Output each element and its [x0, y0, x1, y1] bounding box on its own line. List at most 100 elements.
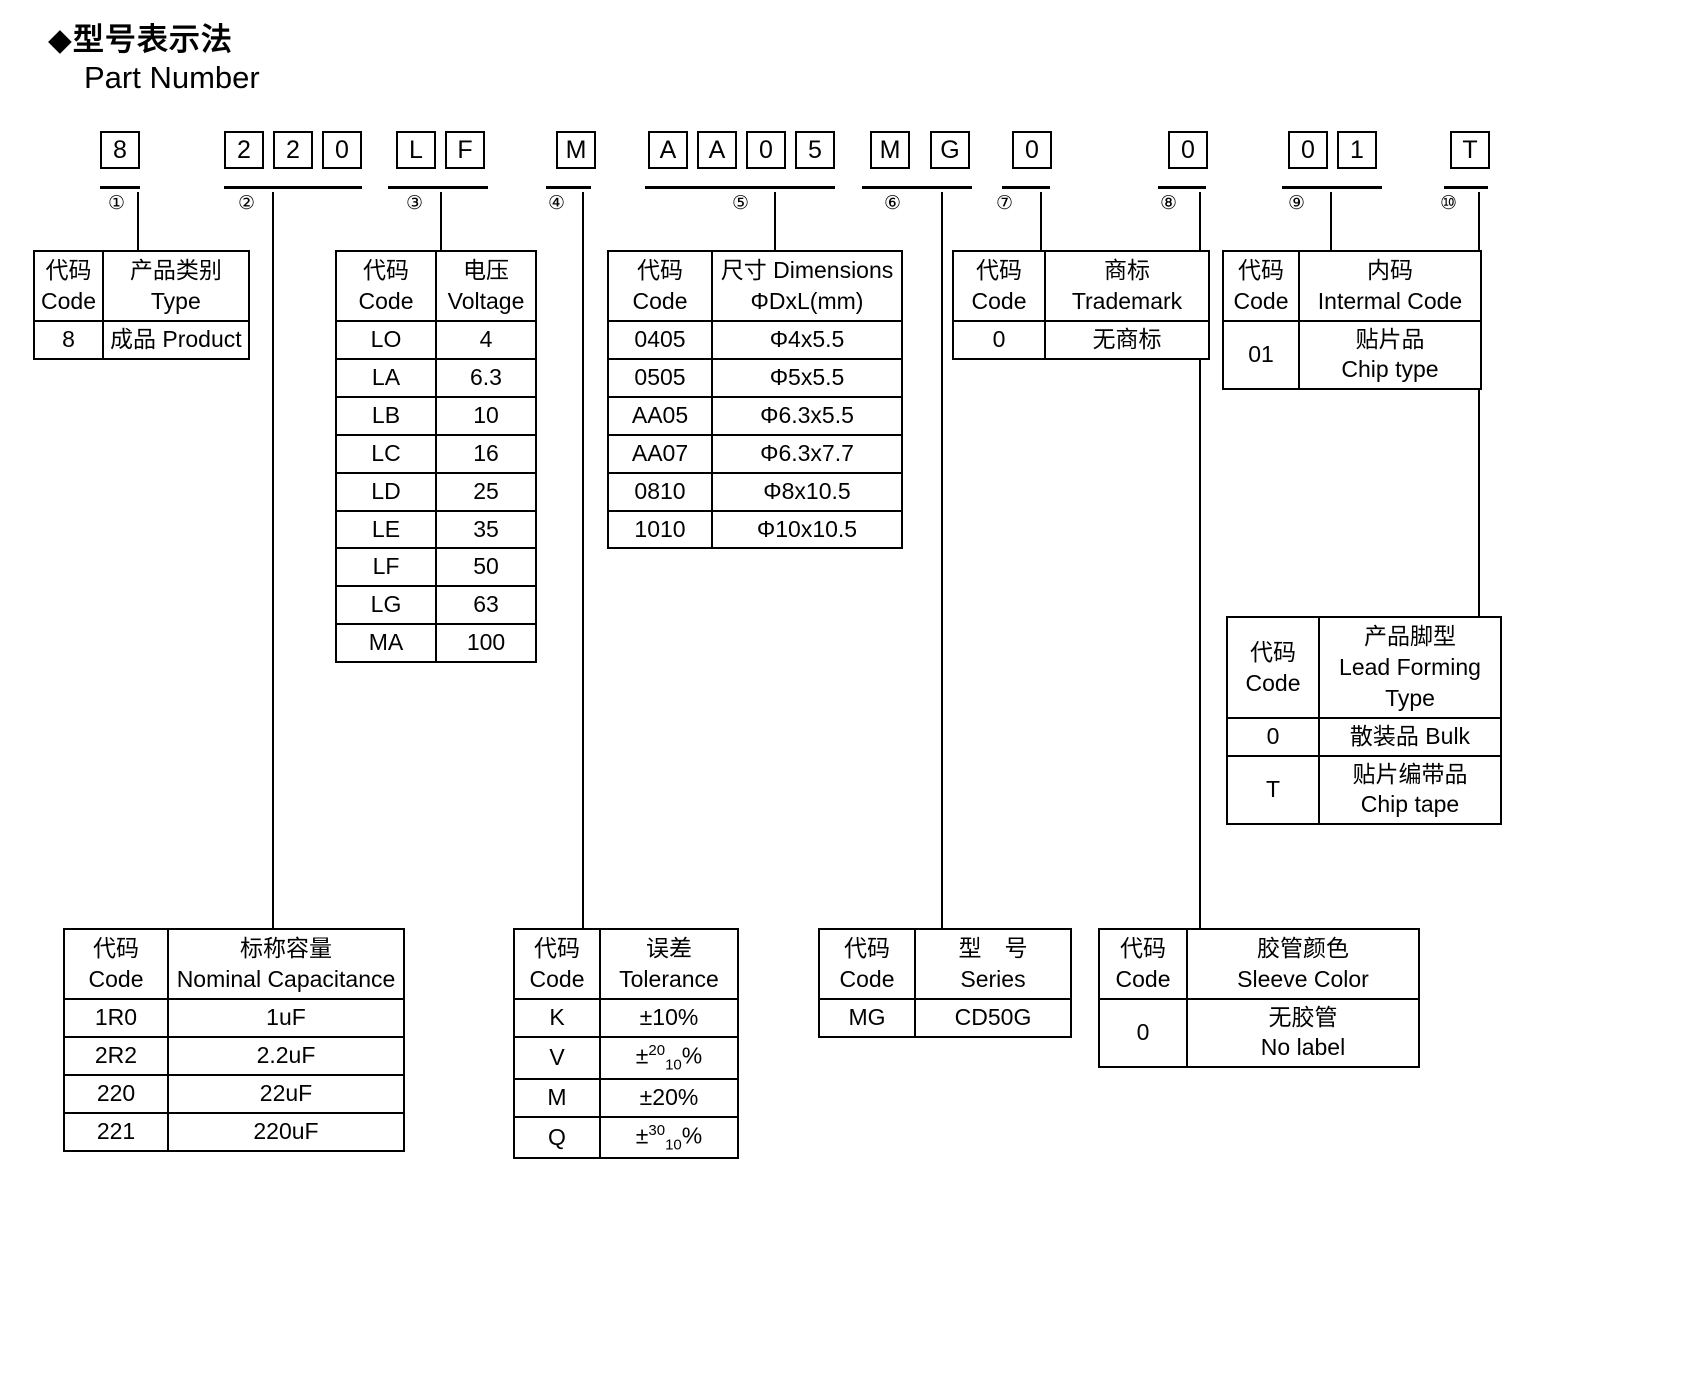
voltage-value-2: 10	[435, 395, 537, 436]
group-marker-6: ⑥	[884, 193, 902, 214]
table-row-header: 代码 Code 电压 Voltage	[335, 249, 537, 323]
code-box-2-1: 2	[224, 131, 264, 169]
series-header-value: 型 号 Series	[914, 927, 1072, 1001]
leader-line-8	[1199, 192, 1201, 932]
code-box-5-1: A	[648, 131, 688, 169]
voltage-header-code: 代码 Code	[335, 249, 437, 323]
group-marker-7: ⑦	[996, 193, 1014, 214]
table-row-header: 代码 Code 产品类别 Type	[33, 249, 250, 323]
type-header-value: 产品类别 Type	[101, 249, 250, 323]
series-value-0: CD50G	[914, 998, 1072, 1038]
table-row: M ±20%	[513, 1077, 739, 1118]
capacitance-header-value: 标称容量 Nominal Capacitance	[167, 927, 405, 1001]
table-row: T 贴片编带品 Chip tape	[1226, 755, 1502, 825]
table-row: 8 成品 Product	[33, 320, 250, 360]
leader-line-10	[1478, 192, 1480, 618]
capacitance-value-3: 220uF	[167, 1111, 405, 1152]
table-tolerance: 代码 Code 误差 Tolerance K ±10% V ±2010% M ±…	[513, 927, 739, 1160]
table-series: 代码 Code 型 号 Series MG CD50G	[818, 927, 1072, 1038]
trademark-header-value: 商标 Trademark	[1044, 249, 1210, 323]
voltage-code-7: LG	[335, 585, 437, 626]
code-box-2-2: 2	[273, 131, 313, 169]
code-box-9-1: 0	[1288, 131, 1328, 169]
voltage-code-2: LB	[335, 395, 437, 436]
group-marker-3: ③	[406, 193, 424, 214]
group-marker-1: ①	[108, 193, 126, 214]
tolerance-header-value: 误差 Tolerance	[599, 927, 739, 1001]
dimensions-code-3: AA07	[607, 433, 713, 474]
group-underline-10	[1444, 186, 1488, 189]
capacitance-value-0: 1uF	[167, 998, 405, 1038]
group-underline-5	[645, 186, 835, 189]
code-box-6-2: G	[930, 131, 970, 169]
internal-header-value: 内码 Intermal Code	[1298, 249, 1482, 323]
table-row: K ±10%	[513, 998, 739, 1038]
leader-line-3	[440, 192, 442, 250]
code-box-4-1: M	[556, 131, 596, 169]
type-header-code: 代码 Code	[33, 249, 104, 323]
group-underline-2	[224, 186, 362, 189]
capacitance-value-1: 2.2uF	[167, 1035, 405, 1076]
table-row-header: 代码 Code 产品脚型 Lead Forming Type	[1226, 615, 1502, 720]
sleeve-code-0: 0	[1098, 998, 1188, 1068]
page-title-cn-text: 型号表示法	[72, 22, 233, 57]
sleeve-value-0: 无胶管 No label	[1186, 998, 1420, 1068]
sleeve-header-value: 胶管颜色 Sleeve Color	[1186, 927, 1420, 1001]
group-underline-6	[862, 186, 972, 189]
page-title-en: Part Number	[84, 60, 260, 95]
group-marker-2: ②	[238, 193, 256, 214]
voltage-value-7: 63	[435, 585, 537, 626]
voltage-code-1: LA	[335, 357, 437, 398]
tolerance-value-1: ±2010%	[599, 1035, 739, 1080]
sleeve-header-code: 代码 Code	[1098, 927, 1188, 1001]
dimensions-value-5: Φ10x10.5	[711, 509, 903, 550]
table-row: 0 散装品 Bulk	[1226, 717, 1502, 758]
table-row-header: 代码 Code 胶管颜色 Sleeve Color	[1098, 927, 1420, 1001]
voltage-value-5: 35	[435, 509, 537, 550]
group-underline-8	[1158, 186, 1206, 189]
capacitance-value-2: 22uF	[167, 1073, 405, 1114]
table-row: V ±2010%	[513, 1035, 739, 1080]
tolerance-value-2: ±20%	[599, 1077, 739, 1118]
trademark-value-0: 无商标	[1044, 320, 1210, 360]
lead-code-1: T	[1226, 755, 1320, 825]
code-box-5-2: A	[697, 131, 737, 169]
voltage-code-4: LD	[335, 471, 437, 512]
code-box-7-1: 0	[1012, 131, 1052, 169]
lead-header-value: 产品脚型 Lead Forming Type	[1318, 615, 1502, 720]
leader-line-9	[1330, 192, 1332, 250]
code-box-1-1: 8	[100, 131, 140, 169]
internal-value-0: 贴片品 Chip type	[1298, 320, 1482, 390]
tolerance-value-3: ±3010%	[599, 1115, 739, 1160]
series-header-code: 代码 Code	[818, 927, 916, 1001]
group-marker-4: ④	[548, 193, 566, 214]
group-marker-8: ⑧	[1160, 193, 1178, 214]
voltage-code-6: LF	[335, 547, 437, 588]
diamond-bullet-icon: ◆	[48, 22, 73, 57]
table-row-header: 代码 Code 商标 Trademark	[952, 249, 1210, 323]
dimensions-value-0: Φ4x5.5	[711, 320, 903, 360]
code-box-2-3: 0	[322, 131, 362, 169]
dimensions-header-value: 尺寸 Dimensions ΦDxL(mm)	[711, 249, 903, 323]
tolerance-code-0: K	[513, 998, 601, 1038]
internal-code-0: 01	[1222, 320, 1300, 390]
voltage-value-4: 25	[435, 471, 537, 512]
table-row: 0 无商标	[952, 320, 1210, 360]
leader-line-6	[941, 192, 943, 932]
